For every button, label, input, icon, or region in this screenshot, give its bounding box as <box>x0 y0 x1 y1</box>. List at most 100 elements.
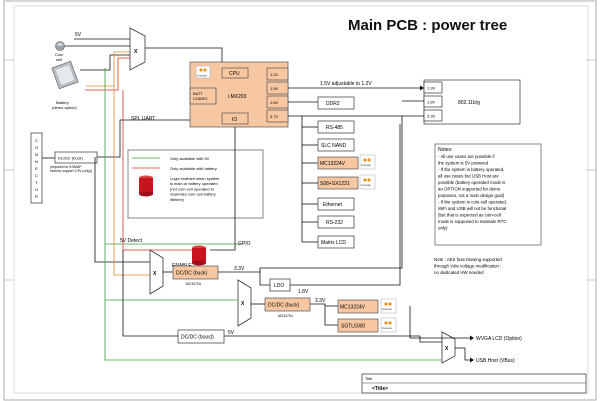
connector <box>30 132 43 204</box>
svg-text:X: X <box>445 346 449 352</box>
svg-text:Matrix LCD: Matrix LCD <box>321 240 346 246</box>
sensor-block: 1.3V 1.8V 3.3V 802.11b/g <box>423 79 521 125</box>
sheet-border <box>3 0 597 401</box>
sensor-rail-2 <box>423 95 443 108</box>
svg-text:X: X <box>153 271 157 277</box>
imx-rail-4-label: 3.7V <box>270 114 279 119</box>
title-block-value: <Title> <box>372 386 388 392</box>
svg-text:RS-485: RS-485 <box>326 125 343 131</box>
svg-text:5V: 5V <box>228 330 235 336</box>
legend-box: Only available with 5V Only available wi… <box>127 149 264 219</box>
svg-text:freescale: freescale <box>382 327 392 330</box>
svg-text:3.3V: 3.3V <box>234 266 245 272</box>
legend-red: Only available with battery <box>170 166 217 171</box>
wire-gpio <box>210 127 236 251</box>
svg-text:X: X <box>241 301 245 307</box>
dcdc-buck-1-part: MC34704 <box>186 282 201 286</box>
v5-detect-label: 5V Detect <box>120 238 143 244</box>
svg-text:DC/DC (buck): DC/DC (buck) <box>176 271 207 277</box>
notes-box: Notes: - All use cases are possible if t… <box>434 143 542 246</box>
wire-to-lower-mux <box>94 157 150 263</box>
lower-mux-1 <box>149 249 164 295</box>
svg-text:DDR2: DDR2 <box>326 101 340 107</box>
svg-text:freescale: freescale <box>361 164 371 167</box>
wire-dcdc-ext-imx <box>97 119 190 158</box>
wire-battery-in <box>80 54 130 71</box>
imx-freescale-logo: freescale <box>195 65 211 79</box>
arrow-rail-1-5 <box>420 85 424 91</box>
wvga-label: WVGA LCD (Option) <box>476 336 522 342</box>
peripheral-mc13224v <box>317 156 359 170</box>
ddr-rail-label: 1.5V adjustable to 1.2V <box>320 81 372 87</box>
wire-battery-orange <box>86 51 130 87</box>
notes-body: - All use cases are possible if the syst… <box>438 154 508 231</box>
imx-rail-2-label: 1.5V <box>270 86 279 91</box>
svg-text:1.8V: 1.8V <box>298 289 309 295</box>
wire-ldo-out <box>290 124 401 286</box>
svg-text:LDO: LDO <box>274 283 284 289</box>
imx-cpu-label: CPU <box>229 71 240 77</box>
peripheral-s08-sx1231 <box>317 176 359 190</box>
wire-orange-lower <box>113 86 150 276</box>
imx-io-label: IO <box>232 117 237 123</box>
dcdc-buck-ext <box>54 151 98 164</box>
svg-text:freescale: freescale <box>382 308 392 311</box>
wire-rail-3-7-bus <box>288 115 303 242</box>
coin-cell-icon <box>55 41 65 51</box>
peripheral-matrix-lcd <box>317 235 355 249</box>
wire-to-wvga <box>409 306 470 339</box>
legend-logic: Logic enabled when system is main or bat… <box>170 176 221 202</box>
peripheral-rs485 <box>317 120 355 134</box>
svg-text:SLC NAND: SLC NAND <box>321 143 347 149</box>
page-title: Main PCB : power tree <box>348 17 507 34</box>
wire-mux-to-imx <box>145 47 223 62</box>
title-block: Title <Title> <box>361 373 587 394</box>
dcdc-buck-2 <box>264 297 311 312</box>
output-mux <box>441 331 456 364</box>
svg-text:3.3V: 3.3V <box>427 114 436 119</box>
wire-boost-out <box>224 335 442 343</box>
peripheral-freescale-logos: freescale freescale <box>359 154 376 190</box>
title-block-label: Title <box>365 376 373 381</box>
imx-rail-1-label: 1.2V <box>270 72 279 77</box>
svg-text:DC/DC (boost): DC/DC (boost) <box>181 335 214 341</box>
imx-io <box>221 112 249 125</box>
dcdc-buck-ext-label: DC/DC (buck) <box>58 156 84 161</box>
svg-text:MC13224V: MC13224V <box>340 305 366 311</box>
peripheral-rs232 <box>317 215 355 229</box>
svg-text:DC/DC (buck): DC/DC (buck) <box>268 303 299 309</box>
imx-cpu <box>221 67 249 79</box>
imx-rail-3-label: 1.8V <box>270 100 279 105</box>
svg-text:SGTL5000: SGTL5000 <box>341 324 365 330</box>
lower-freescale-logos: freescale freescale <box>380 298 397 333</box>
battery-label: Battery(demo option) <box>52 100 77 110</box>
dcdc-buck-2-part: MC34704 <box>278 314 293 318</box>
legend-green: Only available with 5V <box>170 156 210 161</box>
dcdc-boost <box>177 329 225 344</box>
svg-text:3.3V: 3.3V <box>315 298 326 304</box>
svg-text:freescale: freescale <box>197 75 207 78</box>
spi-uart-label: SPI, UART <box>131 116 155 122</box>
imx-name: i.MX203 <box>228 94 247 100</box>
wire-battery-red <box>85 57 130 91</box>
peripheral-slc-nand <box>317 138 355 152</box>
enable-battery-icon <box>192 245 206 266</box>
note-aes-fuse: Note : AES fuse blowing supported throug… <box>434 257 503 275</box>
svg-text:RS-232: RS-232 <box>326 220 343 226</box>
battery-icon <box>51 60 79 90</box>
sensor-name: 802.11b/g <box>458 100 480 106</box>
svg-text:freescale: freescale <box>361 184 371 187</box>
usb-label: USB Host (VBus) <box>476 358 515 364</box>
notes-title: Notes: <box>438 147 452 153</box>
peripheral-ethernet <box>317 197 355 211</box>
lower-sgtl5000 <box>337 318 379 333</box>
imx-batt-charg <box>189 87 217 105</box>
sensor-rail-1 <box>423 81 443 94</box>
top-mux-label: X <box>134 49 138 55</box>
svg-text:MC13224V: MC13224V <box>320 161 346 167</box>
